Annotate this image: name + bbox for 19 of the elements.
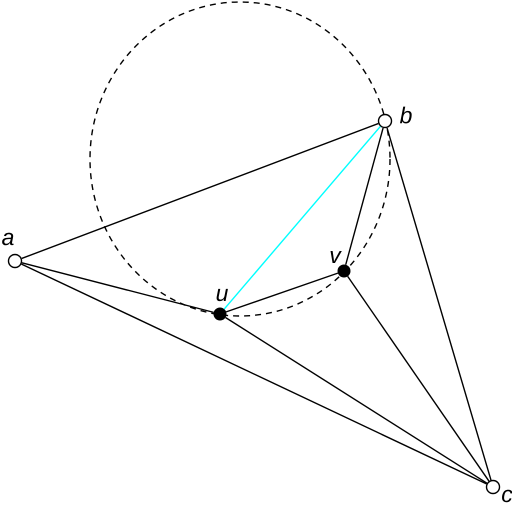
point-label: v [330, 250, 342, 264]
vertex-dot [338, 264, 350, 278]
vertex-circle [378, 114, 392, 128]
vertex-dot [214, 308, 226, 320]
line [345, 128, 384, 265]
point-label: b [400, 106, 412, 124]
point-label: a [2, 232, 14, 246]
vertex-circle [486, 480, 500, 494]
point-label: c [502, 490, 512, 502]
line [386, 128, 492, 480]
line [21, 122, 379, 260]
line [22, 262, 214, 314]
vertex-circle [8, 254, 22, 268]
line [21, 263, 487, 485]
line [224, 126, 381, 310]
point-label: u [216, 288, 228, 302]
line [226, 272, 338, 313]
line [225, 316, 488, 484]
line [347, 276, 490, 482]
